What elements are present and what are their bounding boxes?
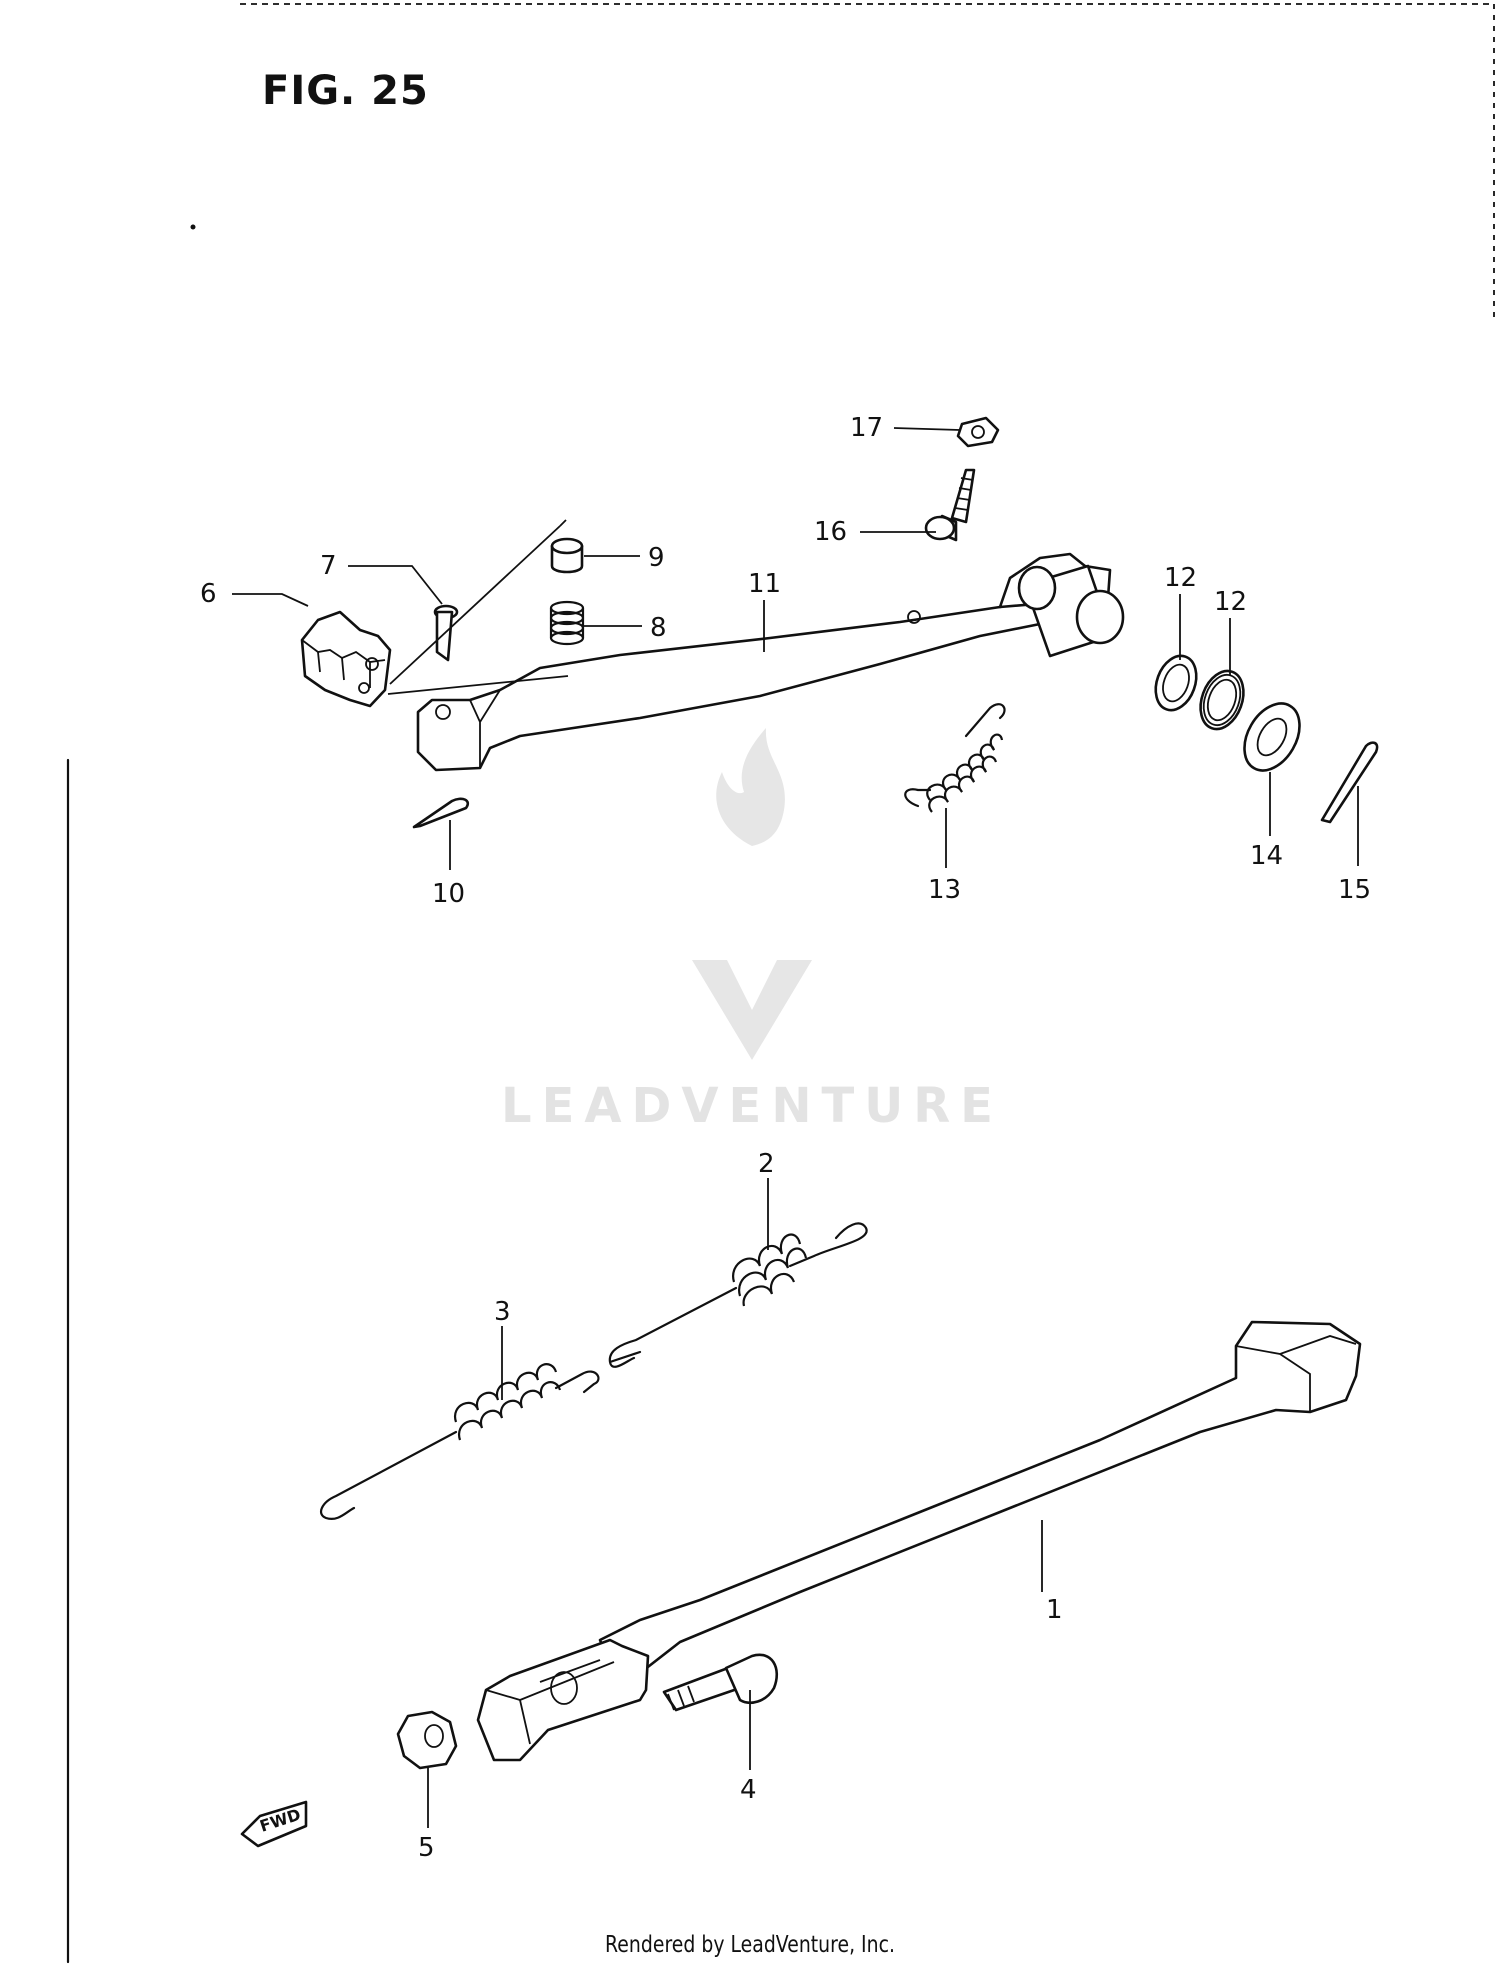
watermark-text: LEADVENTURE [501,1078,1003,1134]
callout-7: 7 [320,551,337,581]
callout-15: 15 [1338,875,1371,905]
seal-right[interactable] [1193,665,1251,735]
pivot-bolt[interactable] [924,468,976,542]
callout-1: 1 [1046,1595,1063,1625]
callout-9: 9 [648,543,665,573]
brake-pedal-tip[interactable] [300,610,392,708]
brake-return-spring[interactable] [904,703,1006,813]
callout-6: 6 [200,579,217,609]
pivot-nut[interactable] [956,416,1000,448]
side-stand-spring-upper[interactable] [608,1222,868,1368]
scan-speck [190,224,196,230]
side-stand-bolt[interactable] [662,1653,779,1712]
side-stand[interactable] [476,1320,1362,1762]
callout-labels: 1 2 3 4 5 6 7 8 9 10 11 12 12 13 14 15 1… [200,413,1371,1863]
cotter-pin-large[interactable] [1320,741,1379,824]
footer-credit: Rendered by LeadVenture, Inc. [605,1932,895,1958]
callout-2: 2 [758,1149,775,1179]
figure-title: FIG. 25 [262,68,429,114]
side-stand-spring-lower[interactable] [319,1363,600,1520]
brake-pedal-arm[interactable] [416,552,1125,772]
leader-lines [232,427,1359,1828]
forward-direction-mark: FWD [240,1800,308,1848]
side-stand-nut[interactable] [396,1710,458,1770]
callout-5: 5 [418,1833,435,1863]
callout-17: 17 [850,413,883,443]
cotter-pin-small[interactable] [412,797,470,829]
seal-left[interactable] [1149,650,1204,716]
callout-10: 10 [432,879,465,909]
callout-11: 11 [748,569,781,599]
callout-14: 14 [1250,841,1283,871]
callout-12a: 12 [1164,563,1197,593]
callout-13: 13 [928,875,961,905]
callout-4: 4 [740,1775,757,1805]
callout-16: 16 [814,517,847,547]
leadventure-watermark: LEADVENTURE [501,728,1003,1134]
callout-8: 8 [650,613,667,643]
pedal-pin[interactable] [433,604,459,662]
pedal-tip-spring[interactable] [549,600,585,646]
collar[interactable] [550,537,584,574]
callout-12b: 12 [1214,587,1247,617]
washer[interactable] [1233,694,1311,780]
callout-3: 3 [494,1297,511,1327]
